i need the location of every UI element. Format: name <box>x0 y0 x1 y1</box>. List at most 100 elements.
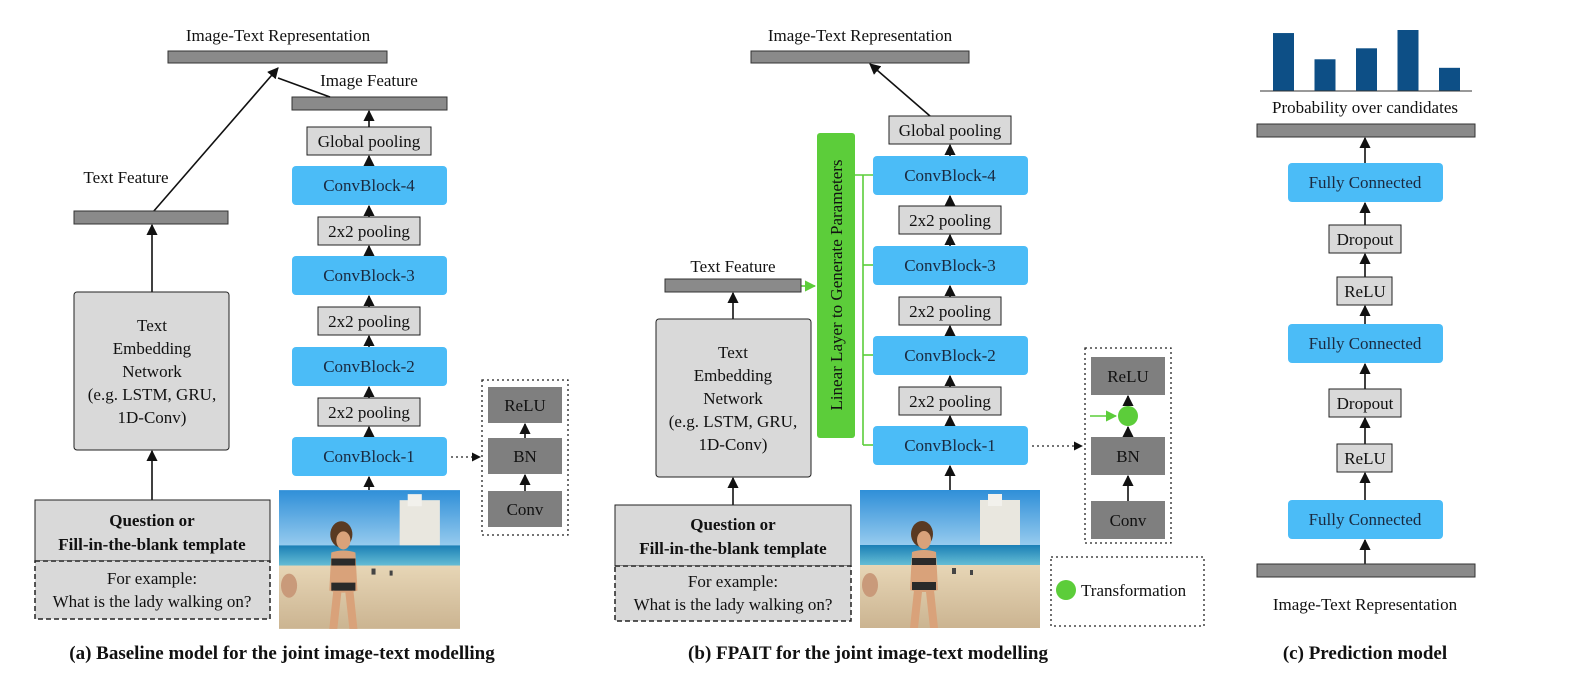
c-top-bar <box>1256 123 1476 138</box>
b-top-label: Image-Text Representation <box>768 26 953 45</box>
a-convblock-1 <box>292 437 447 476</box>
b-beach-photo <box>860 490 1040 628</box>
a-image-to-rep-line <box>277 77 331 98</box>
a-textnet-line-5: 1D-Conv) <box>118 408 187 427</box>
b-relu-box <box>1091 357 1165 395</box>
c-fc-1-label: Fully Connected <box>1309 510 1422 529</box>
b-relu-label: ReLU <box>1107 367 1149 386</box>
b-linear-layer <box>817 133 855 438</box>
b-representation-bar <box>750 50 970 64</box>
b-textnet-line-2: Embedding <box>694 366 773 385</box>
a-conv-label: Conv <box>507 500 544 519</box>
a-top-label: Image-Text Representation <box>186 26 371 45</box>
c-fc-1 <box>1288 500 1443 539</box>
c-bottom-bar <box>1256 563 1476 578</box>
b-pooling-2-label: 2x2 pooling <box>909 302 991 321</box>
a-convblock-4 <box>292 166 447 205</box>
a-convblock-2 <box>292 347 447 386</box>
b-example-line-1: For example: <box>688 572 778 591</box>
c-bottom-label: Image-Text Representation <box>1273 595 1458 614</box>
b-bn-label: BN <box>1116 447 1140 466</box>
b-global-pooling-label: Global pooling <box>899 121 1002 140</box>
b-textnet-line-1: Text <box>718 343 748 362</box>
b-example-line-2: What is the lady walking on? <box>634 595 833 614</box>
a-convblock-3 <box>292 256 447 295</box>
b-textnet-line-5: 1D-Conv) <box>699 435 768 454</box>
b-arrow-rep <box>869 63 931 117</box>
b-conv-box <box>1091 501 1165 539</box>
panel-a: Image-Text Representation Image Feature … <box>34 26 569 664</box>
a-textnet-line-3: Network <box>122 362 182 381</box>
a-bn-box <box>488 438 562 474</box>
b-pooling-2 <box>898 296 1002 326</box>
c-caption: (c) Prediction model <box>1283 643 1447 664</box>
b-question-line-2: Fill-in-the-blank template <box>639 539 827 558</box>
panel-c: Probability over candidates Fully Connec… <box>1256 30 1476 664</box>
b-bn-box <box>1091 437 1165 475</box>
b-pooling-3 <box>898 205 1002 235</box>
a-example-line-1: For example: <box>107 569 197 588</box>
a-textnet-line-1: Text <box>137 316 167 335</box>
c-relu-2 <box>1336 276 1393 306</box>
a-bn-label: BN <box>513 447 537 466</box>
a-example-box <box>34 560 271 620</box>
a-caption: (a) Baseline model for the joint image-t… <box>69 643 495 664</box>
c-fc-2 <box>1288 324 1443 363</box>
a-pooling-1-label: 2x2 pooling <box>328 403 410 422</box>
a-pooling-2 <box>317 306 421 336</box>
a-convblock-4-label: ConvBlock-4 <box>323 176 415 195</box>
a-text-to-rep-arrow <box>152 67 279 213</box>
b-transformation-dot <box>1118 406 1138 426</box>
prob-bar-1 <box>1273 33 1294 91</box>
b-convblock-2 <box>873 336 1028 375</box>
prob-bar-4 <box>1397 30 1419 91</box>
a-relu-box <box>488 387 562 423</box>
b-caption: (b) FPAIT for the joint image-text model… <box>688 643 1048 664</box>
c-dropout-2-label: Dropout <box>1337 230 1394 249</box>
b-linear-layer-label: Linear Layer to Generate Parameters <box>827 159 846 410</box>
b-convblock-4 <box>873 156 1028 195</box>
b-example-box <box>614 565 852 622</box>
b-legend-dot <box>1056 580 1076 600</box>
b-textnet-line-4: (e.g. LSTM, GRU, <box>669 412 797 431</box>
b-legend-label: Transformation <box>1081 581 1187 600</box>
b-question-box <box>614 504 852 567</box>
b-global-pooling-box <box>888 115 1012 145</box>
b-question-line-1: Question or <box>690 515 776 534</box>
a-textnet-line-2: Embedding <box>113 339 192 358</box>
a-question-line-2: Fill-in-the-blank template <box>58 535 246 554</box>
a-image-feature-label: Image Feature <box>320 71 418 90</box>
c-relu-2-label: ReLU <box>1344 282 1386 301</box>
b-legend-frame <box>1050 556 1205 627</box>
b-convblock-1 <box>873 426 1028 465</box>
a-convblock-2-label: ConvBlock-2 <box>323 357 415 376</box>
b-convblock-4-label: ConvBlock-4 <box>904 166 996 185</box>
a-convblock-3-label: ConvBlock-3 <box>323 266 415 285</box>
b-pooling-3-label: 2x2 pooling <box>909 211 991 230</box>
a-pooling-3-label: 2x2 pooling <box>328 222 410 241</box>
prob-bar-2 <box>1314 59 1336 91</box>
b-convblock-2-label: ConvBlock-2 <box>904 346 996 365</box>
prob-bars <box>1273 30 1460 91</box>
a-conv-box <box>488 491 562 527</box>
panel-b: Image-Text Representation Global pooling… <box>614 26 1205 664</box>
a-beach-photo <box>279 490 460 629</box>
prob-bar-3 <box>1356 48 1377 91</box>
b-convblock-1-label: ConvBlock-1 <box>904 436 996 455</box>
b-convblock-3-label: ConvBlock-3 <box>904 256 996 275</box>
b-textnet-line-3: Network <box>703 389 763 408</box>
b-text-feature-bar <box>664 278 802 293</box>
b-pooling-1-label: 2x2 pooling <box>909 392 991 411</box>
c-fc-3 <box>1288 163 1443 202</box>
a-question-line-1: Question or <box>109 511 195 530</box>
c-prob-label: Probability over candidates <box>1272 98 1458 117</box>
a-textnet-line-4: (e.g. LSTM, GRU, <box>88 385 216 404</box>
a-example-line-2: What is the lady walking on? <box>53 592 252 611</box>
a-relu-label: ReLU <box>504 396 546 415</box>
prob-bar-5 <box>1439 67 1460 91</box>
a-image-feature-bar <box>291 96 448 111</box>
a-pooling-2-label: 2x2 pooling <box>328 312 410 331</box>
b-convblock-3 <box>873 246 1028 285</box>
a-text-feature-bar <box>73 210 229 225</box>
